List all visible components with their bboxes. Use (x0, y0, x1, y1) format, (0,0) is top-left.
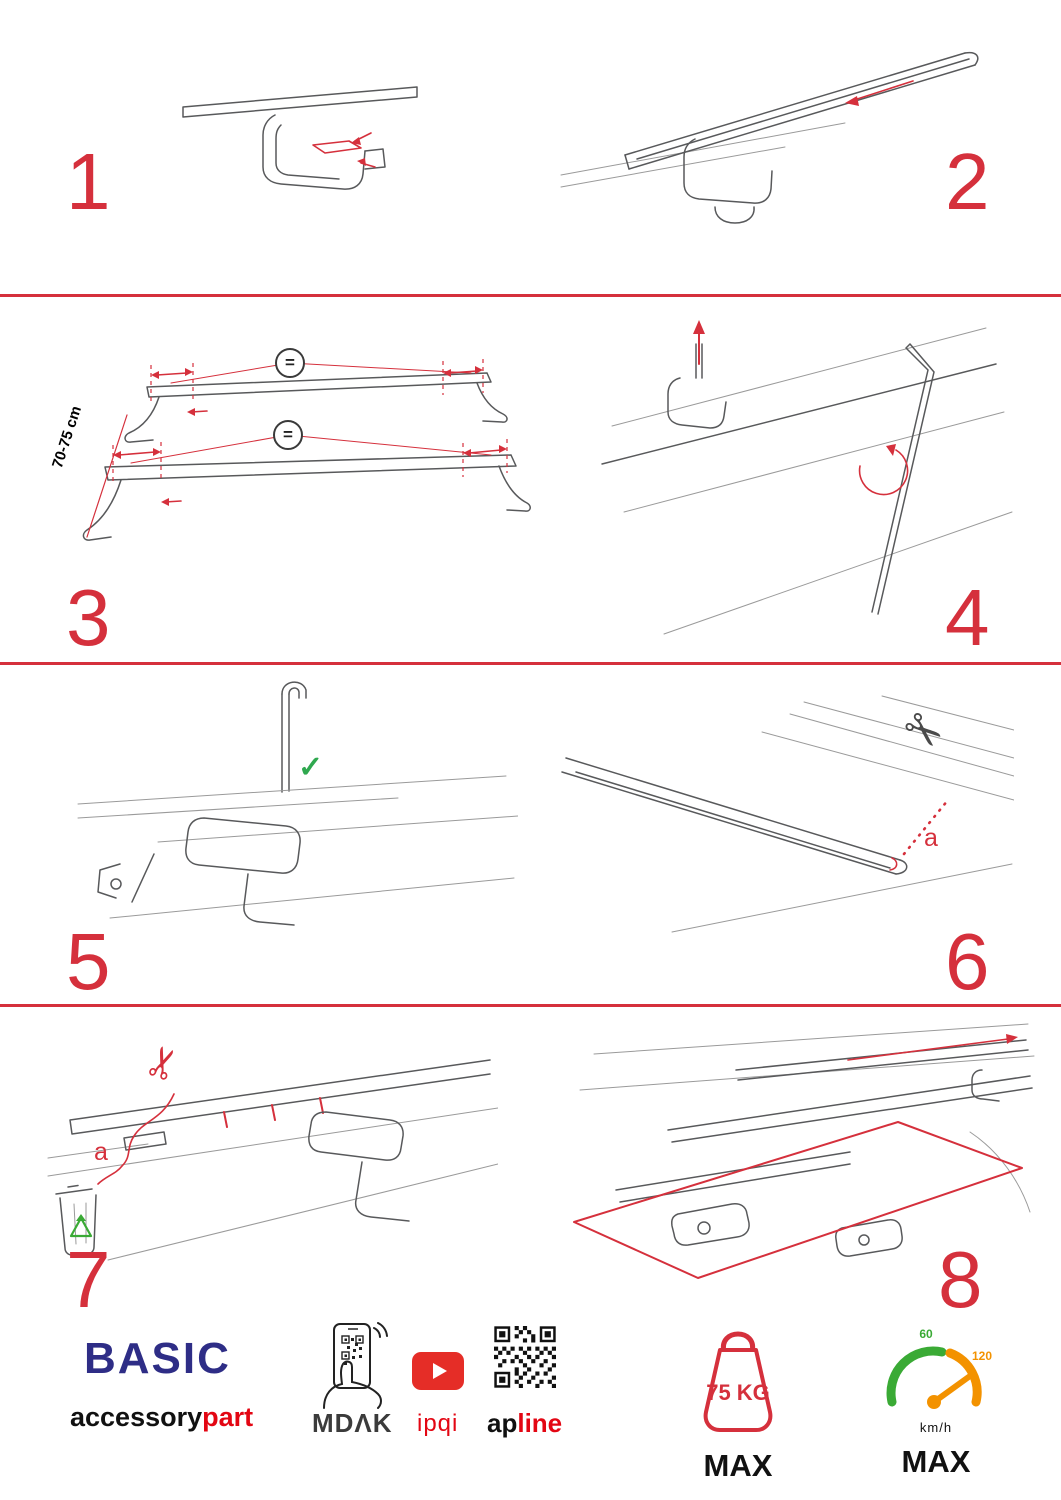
divider-2 (0, 662, 1061, 665)
basic-logo: BASIC (84, 1334, 231, 1383)
mdak-app-icon (318, 1322, 390, 1410)
step3-drawing (82, 359, 531, 541)
speed-max-label: MAX (901, 1444, 971, 1479)
step6-number: 6 (945, 917, 990, 1006)
accessorypart-word-black: accessory (70, 1402, 203, 1432)
accessorypart-word-red: part (202, 1402, 254, 1432)
speed-unit-label: km/h (919, 1420, 953, 1435)
cut-label-a2: a (94, 1138, 108, 1166)
divider-3 (0, 1004, 1061, 1007)
apline-word-black: ap (487, 1408, 518, 1438)
apline-word-red: line (517, 1408, 563, 1438)
step1-illustration (175, 75, 425, 245)
recycle-icon (69, 1214, 93, 1238)
step6-drawing (561, 695, 1014, 933)
step5-illustration: ✓ (58, 672, 518, 942)
speed-limit-icon: 60 120 (880, 1326, 992, 1418)
ipqi-label: ipqi (417, 1410, 459, 1437)
step4-drawing (601, 320, 1013, 635)
apline-qr (494, 1326, 556, 1388)
step1-number: 1 (66, 137, 111, 226)
youtube-icon (412, 1352, 464, 1390)
step3-illustration: = = 70-75 cm (35, 315, 545, 570)
accessorypart-logo: accessorypart (70, 1402, 253, 1433)
qr-code-icon (494, 1326, 556, 1388)
apline-label: apline (487, 1408, 562, 1439)
max-load-label: MAX (703, 1448, 773, 1483)
step2-number: 2 (945, 137, 990, 226)
step4-illustration (588, 308, 1013, 643)
weight-icon: 75 KG (703, 1331, 773, 1432)
step7-drawing (47, 1059, 498, 1261)
speed-tick-120: 120 (972, 1349, 992, 1363)
max-load-icon: 75 KG (686, 1320, 790, 1438)
youtube-play-icon (412, 1352, 464, 1390)
step8-number: 8 (938, 1235, 983, 1324)
step1-drawing (182, 86, 418, 190)
step6-illustration: ✂ a (552, 688, 1014, 940)
phone-qr-icon (323, 1322, 388, 1409)
speed-tick-60: 60 (919, 1327, 933, 1341)
step5-number: 5 (66, 917, 111, 1006)
step2-drawing (560, 51, 979, 224)
divider-1 (0, 294, 1061, 297)
check-icon: ✓ (298, 751, 324, 784)
step8-drawing (573, 1023, 1035, 1279)
equal-badge-front: = (273, 420, 303, 450)
equal-badge-rear: = (275, 348, 305, 378)
max-load-value: 75 KG (706, 1380, 770, 1405)
allen-key (871, 343, 935, 615)
step7-illustration: ✂ a (28, 1028, 498, 1278)
step8-illustration (550, 1012, 1045, 1312)
step2-illustration (545, 35, 1005, 235)
step4-number: 4 (945, 573, 990, 662)
step7-number: 7 (66, 1235, 111, 1324)
cut-label-a: a (924, 824, 938, 852)
mdak-label: MDΛK (312, 1408, 393, 1438)
step5-drawing (77, 681, 518, 926)
speedometer-icon: 60 120 (886, 1327, 992, 1409)
step3-number: 3 (66, 573, 111, 662)
